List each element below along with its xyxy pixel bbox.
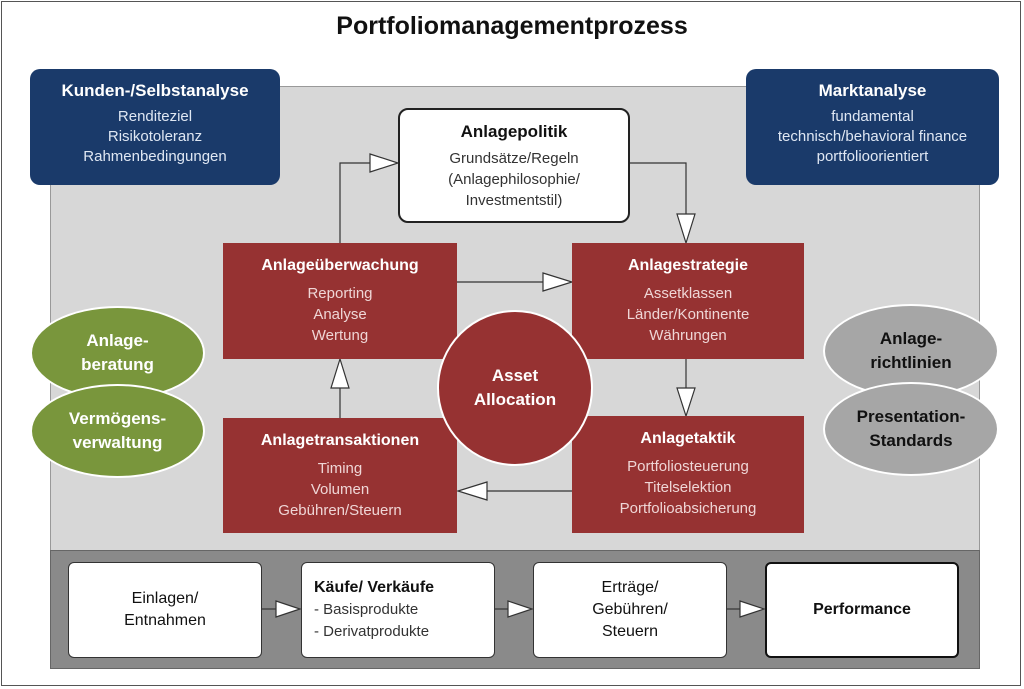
asset-allocation-line: Asset <box>491 366 539 385</box>
arrowhead-taktik <box>676 387 696 418</box>
kaeufe-title: Käufe/ Verkäufe <box>314 579 435 596</box>
einlagen-line: Entnahmen <box>124 612 206 629</box>
anlagepolitik-title: Anlagepolitik <box>460 122 568 141</box>
arrowhead-politik <box>369 153 400 173</box>
diagram-title: Portfoliomanagementprozess <box>336 12 688 40</box>
presentation-standards-ellipse: Presentation- Standards <box>823 382 999 476</box>
transaktionen-line: Volumen <box>310 481 370 498</box>
politik-line: Investmentstil) <box>465 192 563 209</box>
ellipse-line: Anlage- <box>879 329 943 348</box>
marktanalyse-title: Marktanalyse <box>818 81 927 100</box>
politik-line: (Anlagephilosophie/ <box>448 171 580 188</box>
anlagestrategie-title: Anlagestrategie <box>627 257 749 274</box>
anlagetaktik-box: Anlagetaktik Portfoliosteuerung Titelsel… <box>572 416 804 533</box>
ueberwachung-line: Reporting <box>307 285 373 302</box>
asset-allocation-circle: Asset Allocation <box>437 310 593 466</box>
anlagetransaktionen-title: Anlagetransaktionen <box>260 432 420 449</box>
kunden-line: Risikotoleranz <box>107 128 203 145</box>
performance-label: Performance <box>813 601 911 618</box>
kaeufe-box: Käufe/ Verkäufe - Basisprodukte - Deriva… <box>301 562 495 658</box>
ellipse-line: Standards <box>869 431 953 450</box>
ellipse-line: verwaltung <box>72 433 163 452</box>
markt-line: portfolioorientiert <box>816 148 929 165</box>
asset-allocation-line: Allocation <box>473 390 557 409</box>
ertraege-line: Gebühren/ <box>592 601 668 618</box>
arrow-politik-strategie <box>630 162 687 214</box>
markt-line: fundamental <box>831 108 914 125</box>
transaktionen-line: Timing <box>317 460 363 477</box>
anlageueberwachung-title: Anlageüberwachung <box>261 257 419 274</box>
vermoegensverwaltung-ellipse: Vermögens- verwaltung <box>30 384 205 478</box>
politik-line: Grundsätze/Regeln <box>449 150 579 167</box>
anlagetransaktionen-box: Anlagetransaktionen Timing Volumen Gebüh… <box>223 418 457 533</box>
arrowhead-performance <box>739 600 766 618</box>
markt-line: technisch/behavioral finance <box>777 128 968 145</box>
transaktionen-line: Gebühren/Steuern <box>278 502 402 519</box>
taktik-line: Portfoliosteuerung <box>627 458 749 475</box>
ertraege-line: Erträge/ <box>601 579 659 596</box>
einlagen-box: Einlagen/ Entnahmen <box>68 562 262 658</box>
anlagetaktik-title: Anlagetaktik <box>640 430 736 447</box>
arrowhead-ueberwachung <box>330 356 350 389</box>
ellipse-line: Vermögens- <box>68 409 167 428</box>
ellipse-line: Anlage- <box>86 331 149 350</box>
einlagen-line: Einlagen/ <box>131 590 199 607</box>
ellipse-line: Presentation- <box>856 407 966 426</box>
kunden-line: Renditeziel <box>117 108 193 125</box>
taktik-line: Portfolioabsicherung <box>619 500 757 517</box>
kunden-analyse-title: Kunden-/Selbstanalyse <box>61 81 249 100</box>
strategie-line: Länder/Kontinente <box>626 306 750 323</box>
taktik-line: Titelselektion <box>644 479 732 496</box>
arrowhead-transaktionen <box>455 481 488 501</box>
arrow-ueberwachung-politik <box>339 162 370 246</box>
arrowhead-strategie <box>676 213 696 246</box>
strategie-line: Währungen <box>649 327 727 344</box>
ellipse-line: richtlinien <box>870 353 952 372</box>
anlageueberwachung-box: Anlageüberwachung Reporting Analyse Wert… <box>223 243 457 359</box>
arrowhead-kaeufe <box>275 600 302 618</box>
anlagepolitik-box: Anlagepolitik Grundsätze/Regeln (Anlagep… <box>398 108 630 223</box>
kaeufe-item: - Derivatprodukte <box>314 623 430 640</box>
performance-box: Performance <box>765 562 959 658</box>
ellipse-line: beratung <box>81 355 154 374</box>
strategie-line: Assetklassen <box>643 285 733 302</box>
kunden-line: Rahmenbedingungen <box>83 148 227 165</box>
ueberwachung-line: Analyse <box>313 306 367 323</box>
ertraege-line: Steuern <box>601 623 659 640</box>
ertraege-box: Erträge/ Gebühren/ Steuern <box>533 562 727 658</box>
marktanalyse-box: Marktanalyse fundamental technisch/behav… <box>746 69 999 185</box>
kaeufe-item: - Basisprodukte <box>314 601 419 618</box>
ueberwachung-line: Wertung <box>311 327 369 344</box>
kunden-analyse-box: Kunden-/Selbstanalyse Renditeziel Risiko… <box>30 69 280 185</box>
arrowhead-ertraege <box>507 600 534 618</box>
anlagestrategie-box: Anlagestrategie Assetklassen Länder/Kont… <box>572 243 804 359</box>
arrowhead-strategie-2 <box>542 272 575 292</box>
